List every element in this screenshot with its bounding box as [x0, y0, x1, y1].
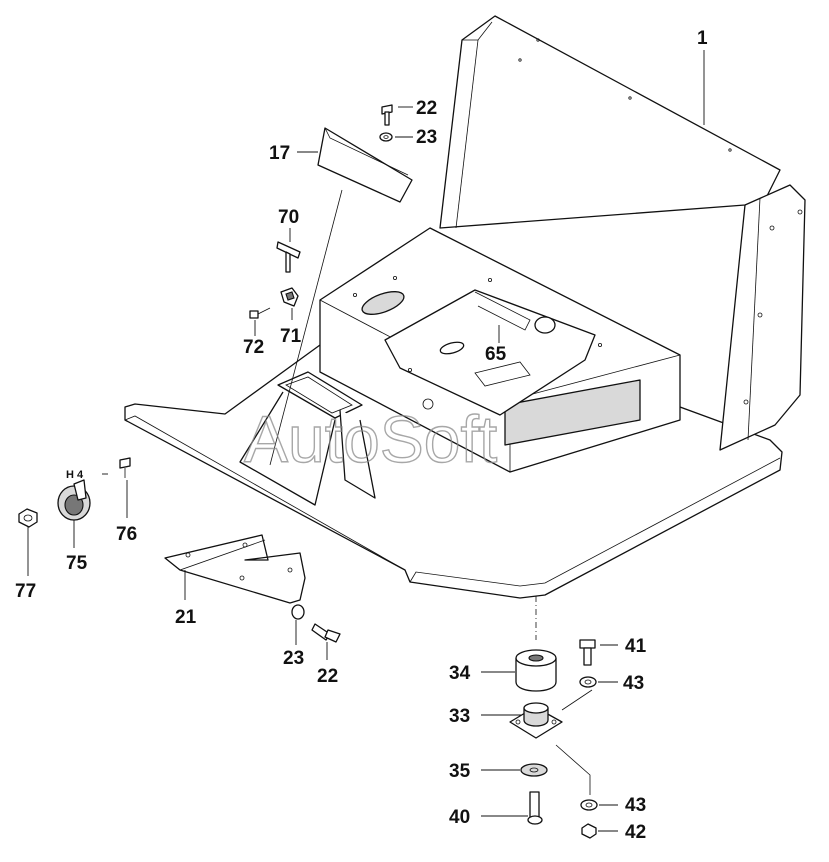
part-label-22-bottom: 22	[317, 666, 338, 687]
part-label-h4: H 4	[66, 469, 84, 481]
part-label-76: 76	[116, 524, 137, 545]
seat-back-panel	[439, 15, 806, 451]
washer-43-top	[579, 676, 597, 688]
nut-42	[581, 823, 597, 839]
washer-35	[520, 763, 548, 777]
part-label-17: 17	[269, 143, 290, 164]
part-label-34: 34	[449, 663, 471, 684]
horn-75	[57, 479, 91, 521]
part-label-70: 70	[278, 207, 299, 228]
washer-23-top	[379, 132, 393, 142]
part-label-23-bottom: 23	[283, 648, 304, 669]
leader-lines	[27, 50, 705, 832]
bracket-21	[164, 534, 306, 604]
bolt-22-bottom	[311, 623, 341, 643]
part-label-42: 42	[625, 822, 646, 843]
knob-70	[276, 241, 301, 273]
part-label-35: 35	[449, 761, 471, 782]
part-label-43-bottom: 43	[625, 795, 646, 816]
bolt-76	[119, 457, 131, 478]
nut-23-bottom	[291, 604, 305, 620]
bolt-40	[527, 791, 543, 825]
part-label-41: 41	[625, 636, 647, 657]
part-label-71: 71	[280, 326, 302, 347]
nut-77	[18, 508, 38, 528]
clip-71	[280, 287, 299, 307]
washer-43-bottom	[580, 799, 598, 811]
bolt-22-top	[381, 104, 393, 126]
mount-33	[509, 702, 563, 739]
part-label-77: 77	[15, 581, 36, 602]
part-label-22-top: 22	[416, 98, 437, 119]
part-label-23-top: 23	[416, 127, 437, 148]
screw-72	[249, 307, 271, 319]
watermark: AutoSoft	[244, 402, 497, 476]
mount-34	[515, 649, 557, 692]
part-label-72: 72	[243, 337, 264, 358]
part-label-40: 40	[449, 807, 470, 828]
part-label-65: 65	[485, 344, 507, 365]
part-label-75: 75	[66, 553, 88, 574]
bolt-41	[579, 639, 596, 666]
column-mount	[239, 371, 376, 506]
part-label-43-top: 43	[623, 673, 644, 694]
part-label-21: 21	[175, 607, 197, 628]
cover-17	[317, 127, 413, 203]
part-label-33: 33	[449, 706, 470, 727]
part-label-1: 1	[697, 28, 708, 49]
seat-box	[319, 227, 681, 473]
